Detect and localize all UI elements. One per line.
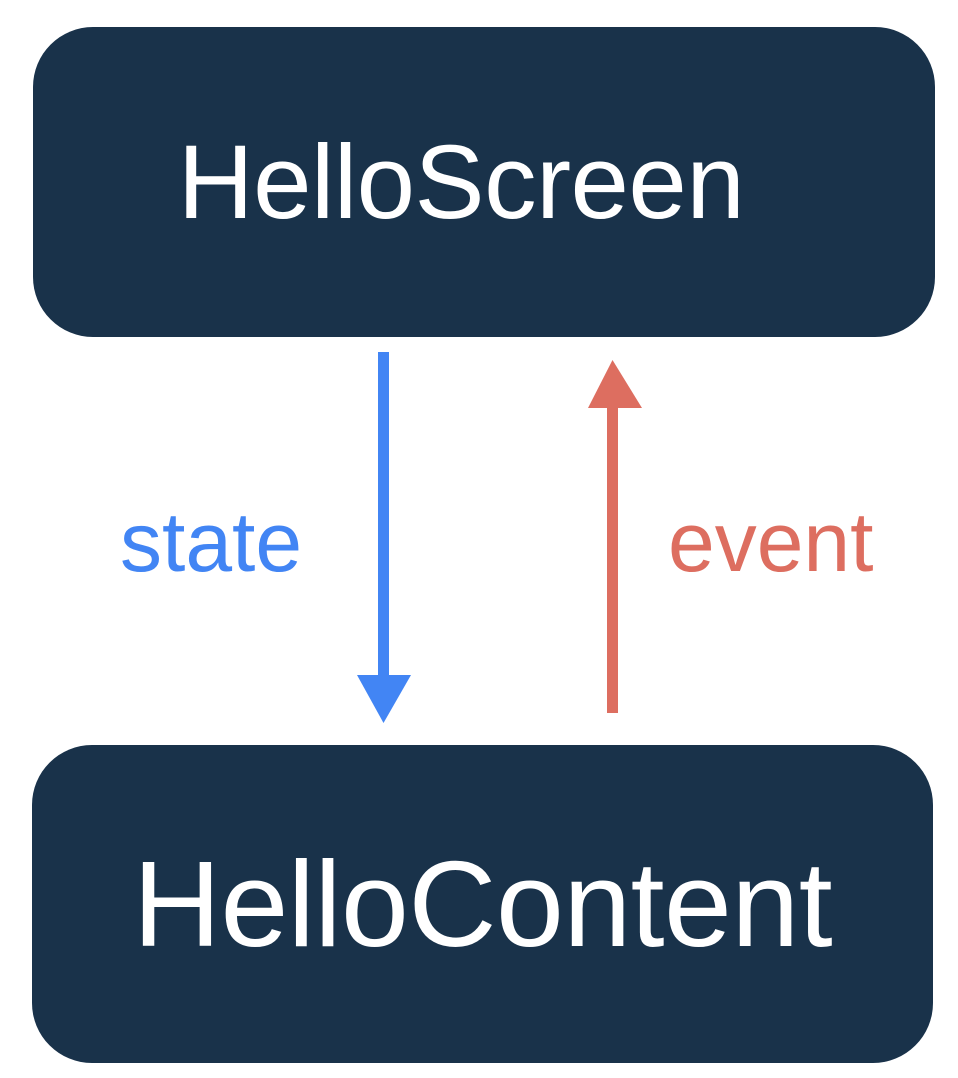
arrow-down-state-icon [357, 352, 411, 723]
node-hello-content-label: HelloContent [132, 836, 833, 972]
edge-label-state: state [120, 495, 303, 589]
node-hello-content[interactable]: HelloContent [32, 745, 933, 1063]
node-hello-screen-label: HelloScreen [177, 123, 745, 241]
node-hello-screen[interactable]: HelloScreen [33, 27, 935, 337]
arrow-up-event-icon [588, 360, 642, 713]
edge-label-event: event [668, 495, 874, 589]
